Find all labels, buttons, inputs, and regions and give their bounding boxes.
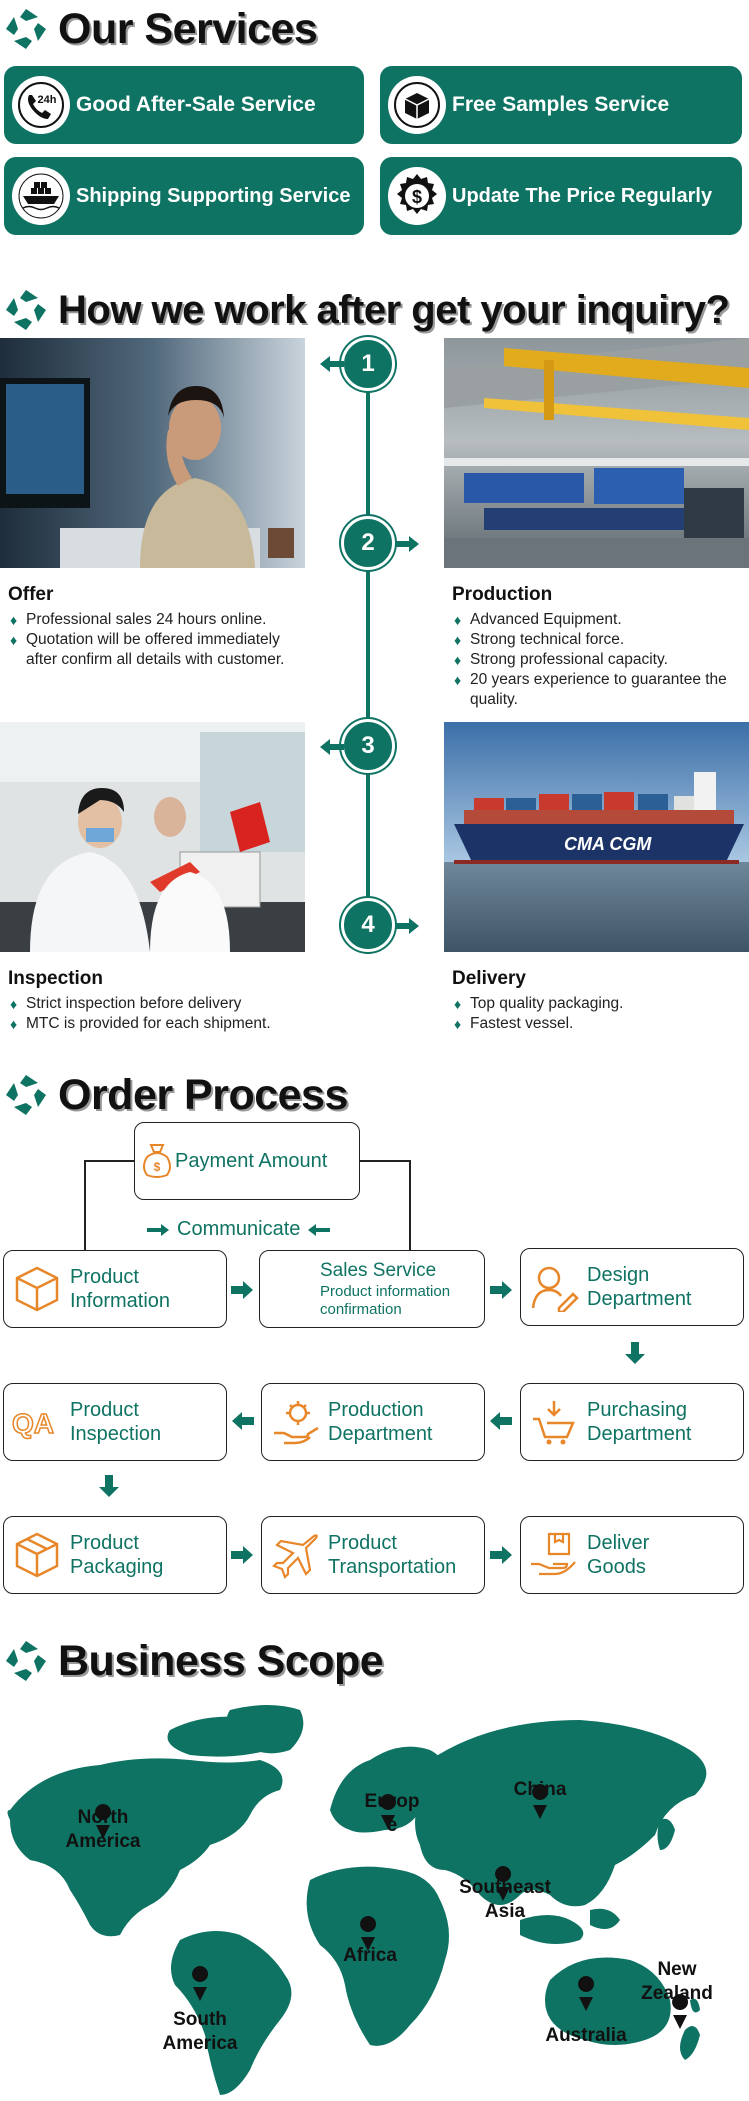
map-pin-icon <box>380 1794 397 1829</box>
scope-title: Business Scope <box>4 1636 384 1686</box>
connector-line <box>84 1160 86 1252</box>
workflow-title: How we work after get your inquiry? <box>4 285 730 335</box>
arrow-right-icon <box>490 1545 512 1570</box>
step-inspection: Inspection Strict inspection before deli… <box>8 968 308 1034</box>
lab-photo <box>0 722 305 952</box>
ship-hull-text: CMA CGM <box>564 834 652 854</box>
arrow-right-icon <box>231 1280 253 1305</box>
region-australia: Australia <box>545 2025 627 2046</box>
arrow-right-icon <box>395 534 419 559</box>
timeline-node-1: 1 <box>341 337 395 391</box>
map-pin-icon <box>495 1866 512 1901</box>
timeline-line <box>366 360 370 935</box>
region-africa: Africa <box>343 1945 397 1966</box>
service-after-sale: 24h Good After-Sale Service <box>4 66 364 144</box>
package-icon <box>15 1532 59 1578</box>
office-photo <box>0 338 305 568</box>
gear-hand-icon <box>274 1401 319 1445</box>
arrow-left-icon <box>232 1411 254 1436</box>
timeline-node-2: 2 <box>341 516 395 570</box>
step-delivery: Delivery Top quality packaging. Fastest … <box>452 968 747 1034</box>
cube-icon <box>15 1266 59 1312</box>
arrow-left-icon <box>320 354 344 379</box>
brand-logo-icon <box>6 290 46 330</box>
region-china: China <box>513 1779 567 1800</box>
map-pin-icon <box>578 1976 595 2011</box>
services-title: Our Services <box>4 4 318 54</box>
svg-text:$: $ <box>412 187 422 207</box>
cart-download-icon <box>533 1401 575 1445</box>
communicate-label: Communicate <box>147 1218 331 1241</box>
connector-line <box>358 1160 410 1162</box>
map-pin-icon <box>672 1994 689 2029</box>
map-pin-icon <box>532 1784 549 1819</box>
svg-text:24h: 24h <box>38 94 57 106</box>
step-offer: Offer Professional sales 24 hours online… <box>8 584 308 670</box>
service-update-price: $ Update The Price Regularly <box>380 157 742 235</box>
step-production: Production Advanced Equipment. Strong te… <box>452 584 747 710</box>
arrow-right-icon <box>147 1223 169 1236</box>
connector-line <box>84 1160 136 1162</box>
map-pin-icon <box>192 1966 209 2001</box>
service-shipping: Shipping Supporting Service <box>4 157 364 235</box>
designer-icon <box>531 1266 579 1312</box>
timeline-node-3: 3 <box>341 719 395 773</box>
svg-text:QA: QA <box>12 1408 54 1439</box>
brand-logo-icon <box>6 9 46 49</box>
brand-logo-icon <box>6 1641 46 1681</box>
service-free-samples: Free Samples Service <box>380 66 742 144</box>
arrow-right-icon <box>395 916 419 941</box>
order-title: Order Process <box>4 1070 348 1120</box>
money-bag-icon: $ <box>143 1144 171 1178</box>
factory-photo <box>444 338 749 568</box>
phone-24h-icon: 24h <box>12 76 70 134</box>
arrow-down-icon <box>624 1342 646 1369</box>
airplane-icon <box>272 1534 318 1579</box>
qa-badge-icon: QA <box>12 1407 55 1440</box>
svg-text:$: $ <box>154 1160 161 1174</box>
arrow-right-icon <box>490 1280 512 1305</box>
arrow-left-icon <box>490 1411 512 1436</box>
box-icon <box>388 76 446 134</box>
hand-box-icon <box>531 1532 576 1576</box>
arrow-left-icon <box>308 1223 331 1236</box>
payment-amount-box: $ Payment Amount <box>134 1122 360 1200</box>
connector-line <box>409 1160 411 1252</box>
ship-photo: CMA CGM <box>444 722 749 952</box>
arrow-left-icon <box>320 737 344 762</box>
dollar-icon: $ <box>388 167 446 225</box>
arrow-down-icon <box>98 1475 120 1502</box>
arrow-right-icon <box>231 1545 253 1570</box>
timeline-node-4: 4 <box>341 898 395 952</box>
map-pin-icon <box>95 1804 112 1839</box>
world-map <box>7 1705 707 2095</box>
ship-icon <box>12 167 70 225</box>
map-pin-icon <box>360 1916 377 1951</box>
brand-logo-icon <box>6 1075 46 1115</box>
sales-service-box: Sales Service Product information confir… <box>259 1250 485 1328</box>
